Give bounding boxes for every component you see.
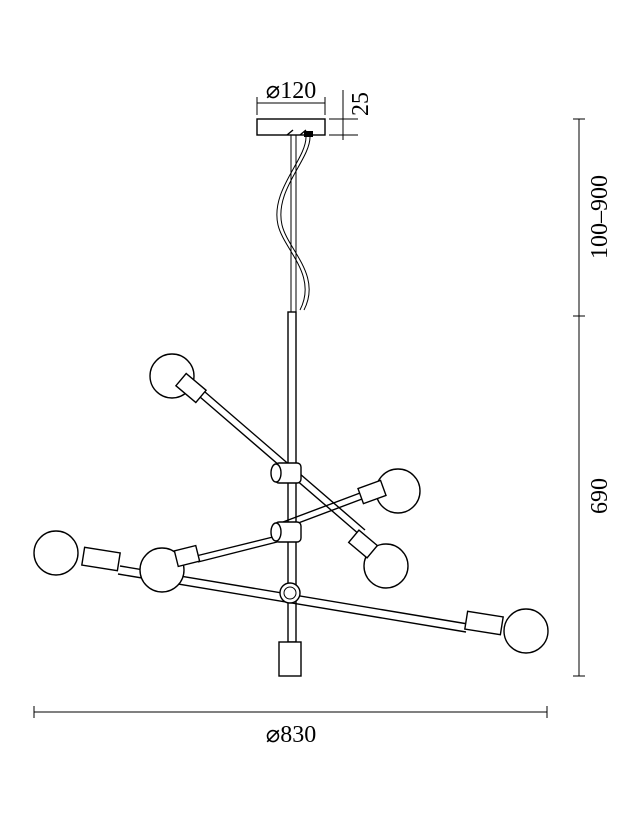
bulb-right-lower: [347, 529, 409, 589]
suspension-cables: [276, 135, 311, 312]
canopy-diameter-label: ⌀120: [266, 78, 316, 104]
vertical-dimensions: 100–900 690: [573, 118, 613, 677]
canopy-diameter-dimension: ⌀120: [256, 78, 326, 115]
bulb-far-left: [33, 530, 121, 576]
bulb-right-upper: [357, 468, 421, 514]
bulb-left-inner: [139, 544, 201, 593]
upper-joint: [270, 462, 302, 484]
lower-joint: [279, 582, 301, 604]
middle-joint: [270, 521, 302, 543]
canopy-height-label: 25: [348, 92, 374, 116]
arm-joints: [270, 462, 302, 604]
total-diameter-dimension: ⌀830: [33, 706, 548, 748]
total-diameter-label: ⌀830: [266, 722, 316, 748]
central-stem: [278, 311, 302, 677]
bulb-far-right: [464, 608, 549, 654]
ceiling-canopy: [256, 118, 326, 137]
bulb-top-left: [149, 353, 208, 404]
cable-length-label: 100–900: [587, 175, 613, 259]
body-height-label: 690: [587, 478, 613, 514]
canopy-height-dimension: 25: [329, 90, 374, 140]
